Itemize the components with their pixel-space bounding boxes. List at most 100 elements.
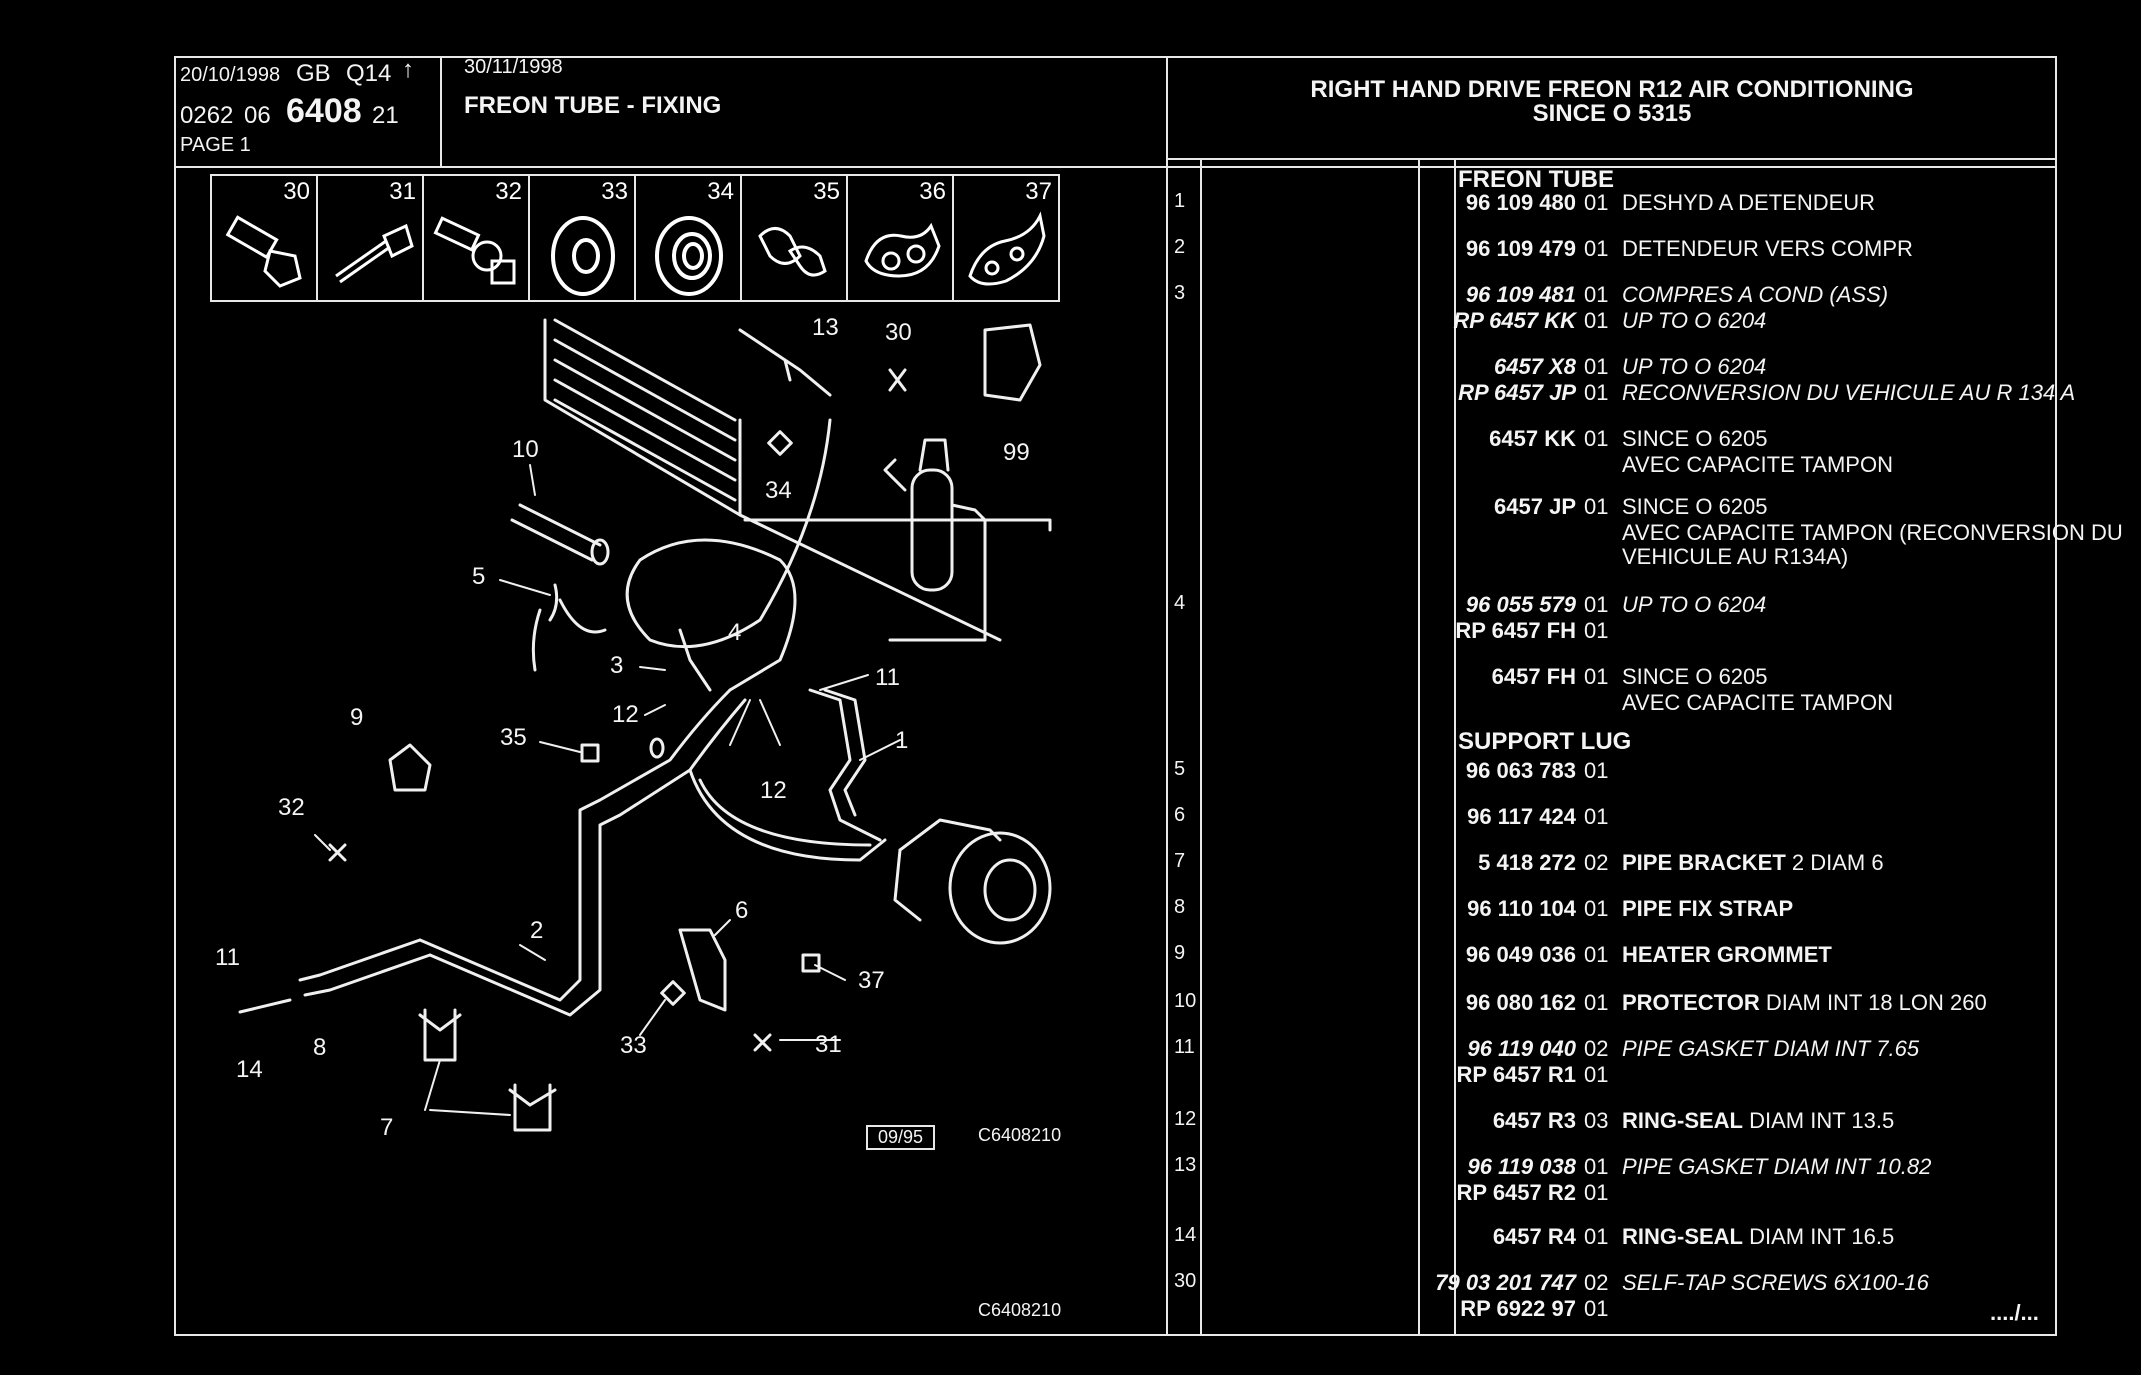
part-description: PIPE FIX STRAP: [1622, 896, 1794, 921]
item-number: 14: [1174, 1224, 1197, 1246]
part-reference: 6457 FH: [1491, 664, 1576, 689]
callout-32: 32: [278, 794, 305, 821]
thumbnail-31[interactable]: 31: [318, 176, 424, 300]
part-quantity: 01: [1584, 942, 1609, 967]
support-bracket-part: [678, 928, 727, 1012]
parts-row[interactable]: RP 6922 97 01: [1166, 1296, 2056, 1342]
part-reference: 79 03 201 747: [1435, 1270, 1576, 1295]
heater-grommet-part: [388, 743, 432, 792]
item-12-part: [649, 737, 665, 759]
part-reference: RP 6457 JP: [1458, 380, 1576, 405]
section-subtitle-line2: SINCE O 5315: [1532, 100, 1692, 127]
part-description: COMPRES A COND (ASS): [1622, 282, 1889, 307]
part-reference: RP 6457 R2: [1456, 1180, 1576, 1205]
part-quantity: 02: [1584, 1270, 1609, 1295]
part-reference: 6457 R4: [1492, 1224, 1576, 1249]
part-quantity: 01: [1584, 1154, 1609, 1179]
part-quantity: 01: [1584, 494, 1609, 519]
section-head-freon-tube: FREON TUBE: [1458, 166, 1614, 193]
item-34-part: [767, 430, 793, 456]
thumbnail-34[interactable]: 34: [636, 176, 742, 300]
part-reference: 96 109 479: [1465, 236, 1576, 261]
drawing-reference: C6408210: [978, 1125, 1062, 1145]
section-subtitle-line1: RIGHT HAND DRIVE FREON R12 AIR CONDITION…: [1310, 76, 1914, 103]
ref-main: 6408: [286, 92, 362, 130]
exploded-parts-diagram: 13 30 10 99 34 5 4 3 11 9 12 35 1 12 32 …: [215, 314, 1052, 1141]
callout-6: 6: [735, 897, 748, 924]
part-description: UP TO O 6204: [1622, 354, 1767, 379]
protector-sleeve: [510, 503, 610, 566]
revision-stamp: 09/95: [866, 1125, 936, 1150]
thumbnail-32[interactable]: 32: [424, 176, 530, 300]
ref-suffix: 21: [372, 102, 399, 129]
part-description: AVEC CAPACITE TAMPON: [1622, 452, 1893, 477]
part-quantity: 01: [1584, 990, 1609, 1015]
item-35-part: [580, 743, 600, 763]
main-col-divider: [1166, 56, 1168, 1336]
part-reference: 6457 KK: [1489, 426, 1576, 451]
header-divider: [174, 166, 2057, 168]
part-quantity: 01: [1584, 380, 1609, 405]
fastener-13: [738, 328, 832, 397]
part-quantity: 01: [1584, 1296, 1609, 1321]
item-number: 3: [1174, 282, 1186, 304]
thumbnail-30[interactable]: 30: [212, 176, 318, 300]
part-description: AVEC CAPACITE TAMPON (RECONVERSION DU: [1622, 520, 2123, 545]
callout-11b: 11: [215, 944, 240, 971]
part-reference: RP 6457 R1: [1456, 1062, 1576, 1087]
parts-row[interactable]: AVEC CAPACITE TAMPON (RECONVERSION DU: [1166, 520, 2123, 566]
part-quantity: 01: [1584, 896, 1609, 921]
condenser-grille: [543, 318, 1052, 642]
item-number: 2: [1174, 236, 1186, 258]
part-reference: 6457 X8: [1494, 354, 1576, 379]
thumbnail-37[interactable]: 37: [954, 176, 1058, 300]
issue-date: 20/10/1998: [180, 64, 281, 86]
thumbnail-36[interactable]: 36: [848, 176, 954, 300]
header-col-divider: [440, 56, 442, 166]
parts-top-divider: [1166, 158, 2057, 160]
parts-row[interactable]: AVEC CAPACITE TAMPON: [1166, 690, 2056, 736]
callout-13: 13: [812, 314, 839, 341]
fastener-thumbnail-strip: 30 31 32 33 34 35 36 37: [210, 174, 1060, 302]
item-number: 8: [1174, 896, 1186, 918]
item-number: 7: [1174, 850, 1186, 872]
part-reference: 96 063 783: [1465, 758, 1576, 783]
part-quantity: 01: [1584, 236, 1609, 261]
part-reference: 96 109 480: [1465, 190, 1576, 215]
callout-99: 99: [1003, 439, 1030, 466]
part-quantity: 02: [1584, 1036, 1609, 1061]
thumbnail-33[interactable]: 33: [530, 176, 636, 300]
item-number: 9: [1174, 942, 1186, 964]
part-reference: RP 6922 97: [1460, 1296, 1576, 1321]
parts-row[interactable]: AVEC CAPACITE TAMPON: [1166, 452, 2056, 498]
part-description: HEATER GROMMET: [1622, 942, 1832, 967]
fastener-31: [753, 1033, 772, 1052]
part-reference: 6457 JP: [1494, 494, 1576, 519]
thumbnail-35[interactable]: 35: [742, 176, 848, 300]
parts-row[interactable]: VEHICULE AU R134A): [1166, 544, 2056, 590]
